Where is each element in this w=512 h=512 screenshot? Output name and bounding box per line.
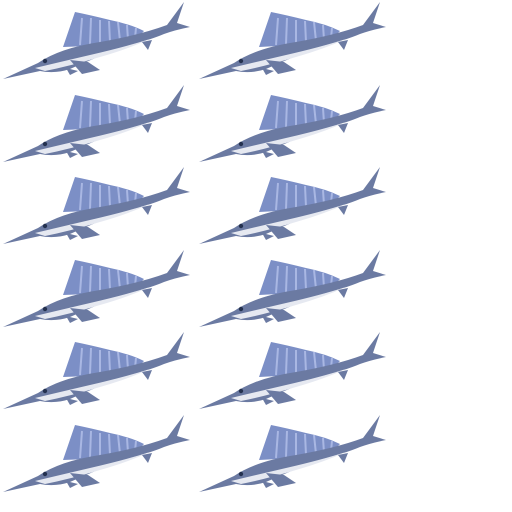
marlin-icon bbox=[2, 166, 191, 245]
marlin-icon bbox=[2, 414, 191, 493]
marlin-icon bbox=[198, 249, 387, 328]
marlin-icon bbox=[198, 331, 387, 410]
marlin-icon bbox=[198, 414, 387, 493]
marlin-icon bbox=[198, 1, 387, 80]
marlin-icon bbox=[2, 1, 191, 80]
marlin-icon bbox=[198, 166, 387, 245]
marlin-icon bbox=[198, 84, 387, 163]
marlin-icon bbox=[2, 331, 191, 410]
marlin-icon bbox=[2, 249, 191, 328]
marlin-icon bbox=[2, 84, 191, 163]
